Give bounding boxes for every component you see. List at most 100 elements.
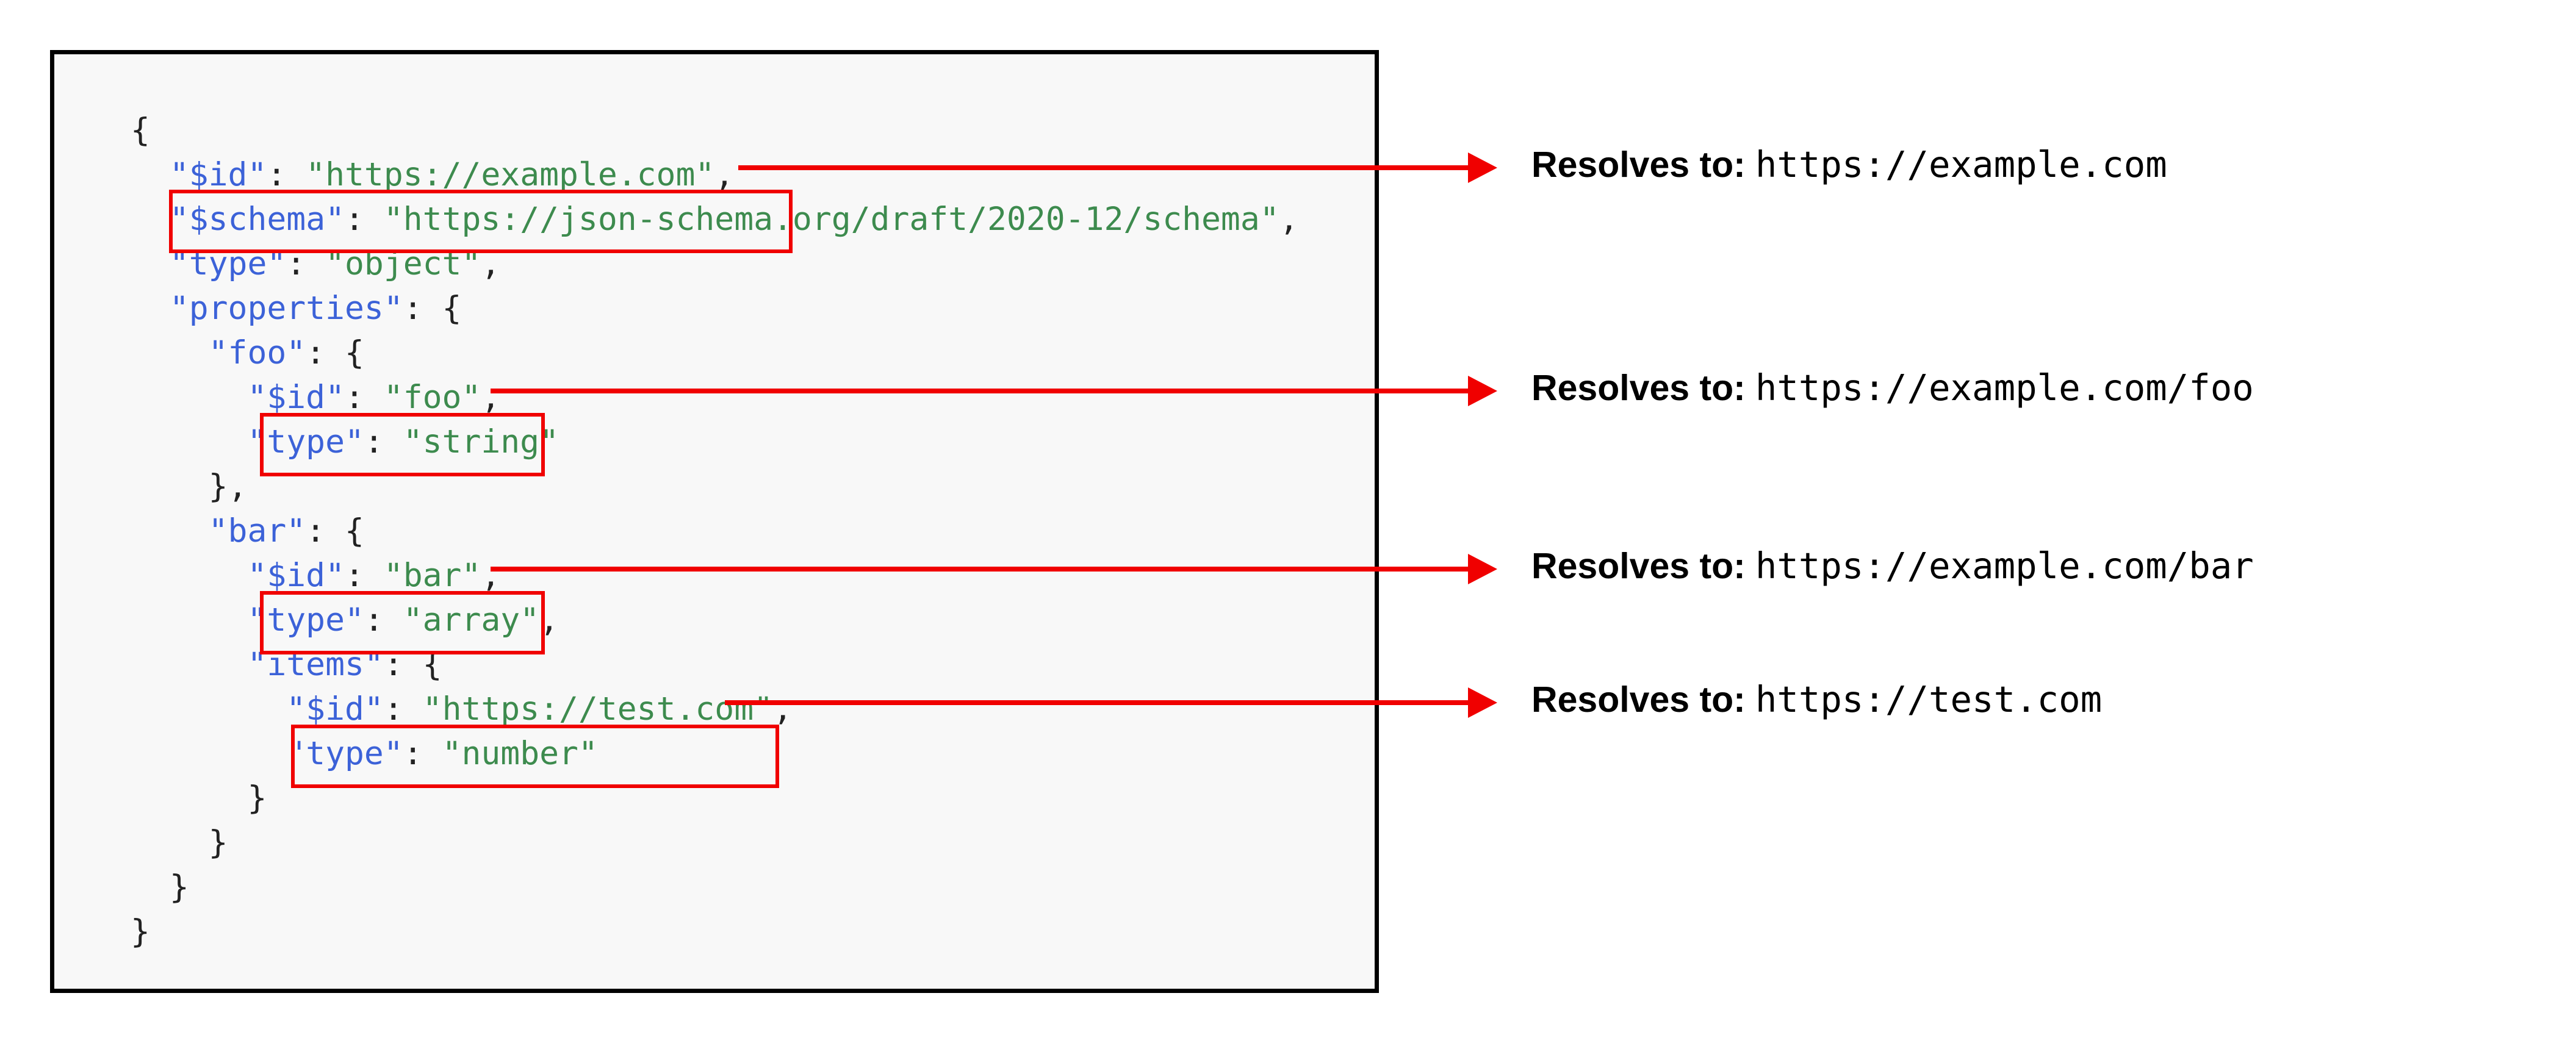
code-token-str: "object" xyxy=(325,245,481,282)
code-line: "type": "array", xyxy=(131,598,1299,642)
code-token-punct: : { xyxy=(306,512,364,550)
annotation-row-3: Resolves to:https://example.com/bar xyxy=(1531,548,2254,584)
code-token-str: "array" xyxy=(403,601,540,639)
code-token-punct: }, xyxy=(131,468,248,505)
code-token-key: "type" xyxy=(247,423,364,461)
code-token-key: "foo" xyxy=(208,334,306,371)
code-token-str: "number" xyxy=(442,735,598,772)
code-line: "$id": "https://test.com", xyxy=(131,687,1299,731)
arrow-head-icon-2 xyxy=(1468,376,1497,406)
code-line: } xyxy=(131,820,1299,865)
annotation-value-4: https://test.com xyxy=(1755,678,2103,720)
code-line: "items": { xyxy=(131,642,1299,687)
code-token-str: "bar" xyxy=(383,557,481,594)
code-line: "foo": { xyxy=(131,331,1299,375)
arrow-head-icon-1 xyxy=(1468,152,1497,183)
connector-line-3 xyxy=(491,567,1470,572)
annotation-label-1: Resolves to: xyxy=(1531,145,1746,185)
code-line: } xyxy=(131,776,1299,820)
code-token-punct: , xyxy=(481,557,501,594)
code-line: "bar": { xyxy=(131,509,1299,553)
code-token-str: "https://json-schema.org/draft/2020-12/s… xyxy=(383,201,1279,238)
code-token-key: "items" xyxy=(247,646,384,683)
code-token-key: "$id" xyxy=(169,156,267,193)
code-token-punct xyxy=(131,156,170,193)
code-token-punct xyxy=(131,290,170,327)
code-token-punct: : xyxy=(383,690,423,728)
code-line: "$id": "https://example.com", xyxy=(131,152,1299,197)
annotation-value-3: https://example.com/bar xyxy=(1755,545,2254,587)
code-line: "$schema": "https://json-schema.org/draf… xyxy=(131,197,1299,242)
code-token-punct: : xyxy=(286,245,326,282)
code-token-punct xyxy=(131,646,247,683)
annotation-row-1: Resolves to:https://example.com xyxy=(1531,146,2167,183)
code-token-punct xyxy=(131,334,209,371)
code-token-punct: , xyxy=(539,601,559,639)
code-token-key: "$id" xyxy=(247,379,345,416)
code-line: "type": "number" xyxy=(131,731,1299,776)
code-line: "type": "object", xyxy=(131,242,1299,286)
code-line: "properties": { xyxy=(131,286,1299,331)
code-token-punct: } xyxy=(131,913,150,950)
code-token-key: "bar" xyxy=(208,512,306,550)
code-line: } xyxy=(131,909,1299,954)
json-code-block: { "$id": "https://example.com", "$schema… xyxy=(131,108,1299,954)
code-line: } xyxy=(131,865,1299,909)
code-token-punct: , xyxy=(481,379,501,416)
json-code-panel: { "$id": "https://example.com", "$schema… xyxy=(50,50,1379,993)
code-token-key: "type" xyxy=(247,601,364,639)
code-token-punct: : { xyxy=(306,334,364,371)
code-token-str: "https://test.com" xyxy=(422,690,774,728)
code-token-punct: } xyxy=(131,869,189,906)
code-token-str: "foo" xyxy=(383,379,481,416)
code-line: { xyxy=(131,108,1299,152)
arrow-head-icon-3 xyxy=(1468,554,1497,584)
annotation-label-2: Resolves to: xyxy=(1531,368,1746,408)
code-token-punct: } xyxy=(131,824,228,861)
code-token-punct: : xyxy=(403,735,442,772)
connector-line-2 xyxy=(491,389,1470,393)
code-token-punct xyxy=(131,557,247,594)
code-token-key: "$id" xyxy=(247,557,345,594)
connector-line-4 xyxy=(725,700,1470,705)
code-token-punct: } xyxy=(131,780,267,817)
code-token-key: "type" xyxy=(169,245,287,282)
annotation-label-4: Resolves to: xyxy=(1531,679,1746,720)
code-token-punct: { xyxy=(131,112,150,149)
code-token-punct: : xyxy=(364,423,403,461)
code-token-punct: , xyxy=(481,245,501,282)
code-token-punct xyxy=(131,201,170,238)
code-token-key: "type" xyxy=(286,735,403,772)
annotation-label-3: Resolves to: xyxy=(1531,546,1746,586)
code-token-punct: : { xyxy=(383,646,442,683)
code-token-key: "$id" xyxy=(286,690,384,728)
code-token-key: "$schema" xyxy=(169,201,345,238)
code-token-punct: , xyxy=(1279,201,1299,238)
annotation-row-4: Resolves to:https://test.com xyxy=(1531,681,2102,718)
code-token-punct: : xyxy=(345,557,384,594)
connector-line-1 xyxy=(738,165,1470,170)
code-token-key: "properties" xyxy=(169,290,403,327)
code-token-punct xyxy=(131,379,247,416)
code-token-punct xyxy=(131,512,209,550)
code-token-punct xyxy=(131,245,170,282)
annotation-value-2: https://example.com/foo xyxy=(1755,367,2254,409)
code-token-punct: : xyxy=(345,379,384,416)
code-token-punct: : { xyxy=(403,290,462,327)
code-token-punct: : xyxy=(267,156,306,193)
code-line: "type": "string" xyxy=(131,420,1299,464)
code-token-punct: , xyxy=(714,156,735,193)
annotation-value-1: https://example.com xyxy=(1755,143,2167,185)
code-token-punct: : xyxy=(345,201,384,238)
code-line: "$id": "bar", xyxy=(131,553,1299,598)
code-token-str: "string" xyxy=(403,423,559,461)
arrow-head-icon-4 xyxy=(1468,687,1497,718)
code-token-punct xyxy=(131,690,286,728)
code-line: }, xyxy=(131,464,1299,509)
code-token-punct xyxy=(131,423,247,461)
code-token-str: "https://example.com" xyxy=(306,156,715,193)
code-token-punct: : xyxy=(364,601,403,639)
code-token-punct xyxy=(131,601,247,639)
code-line: "$id": "foo", xyxy=(131,375,1299,420)
annotation-row-2: Resolves to:https://example.com/foo xyxy=(1531,370,2254,406)
